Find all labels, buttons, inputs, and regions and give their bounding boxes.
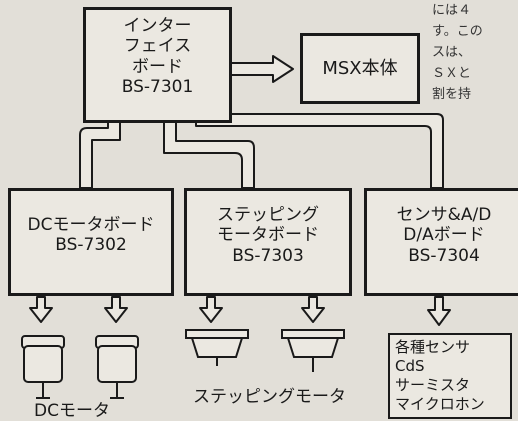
stepping-motor-caption: ステッピングモータ	[193, 387, 346, 407]
interface-board-model: BS-7301	[121, 77, 194, 98]
dc-motor-icon-1	[21, 335, 65, 399]
arrow-interface-to-msx	[230, 55, 294, 83]
sensor-list-item: サーミスタ	[395, 376, 471, 394]
arrow-down-sensor	[427, 296, 451, 326]
stepping-motor-board-model: BS-7303	[232, 245, 304, 266]
stepping-motor-icon-2	[281, 329, 345, 372]
arrow-down-dc-2	[104, 296, 128, 323]
stepping-motor-board-line1: ステッピング	[217, 205, 319, 225]
interface-board-line1: インター	[123, 16, 192, 36]
sensor-board-line1: センサ&A/D	[396, 205, 492, 225]
arrow-down-step-1	[199, 296, 223, 323]
stepping-motor-icon-1	[185, 329, 249, 366]
background-text-line: スは、	[432, 45, 472, 60]
interface-board-box: インター フェイス ボード BS-7301	[83, 7, 232, 123]
dc-motor-board-box: DCモータボード BS-7302	[8, 188, 174, 296]
msx-body-box: MSX本体	[300, 33, 420, 104]
background-text-line: す。この	[432, 24, 483, 39]
sensor-board-line2: D/Aボード	[403, 225, 485, 246]
sensor-board-model: BS-7304	[408, 245, 480, 266]
sensor-list-box: 各種センサ CdS サーミスタ マイクロホン	[388, 333, 512, 419]
sensor-board-box: センサ&A/D D/Aボード BS-7304	[364, 188, 518, 296]
background-text: には４ す。この スは、 ＳＸと 割を持	[432, 0, 518, 105]
arrow-down-dc-1	[29, 296, 53, 323]
msx-body-label: MSX本体	[322, 58, 398, 79]
dc-motor-board-model: BS-7302	[55, 235, 127, 256]
background-text-line: には４	[432, 3, 472, 18]
dc-motor-board-line1: DCモータボード	[27, 215, 155, 235]
stepping-motor-board-box: ステッピング モータボード BS-7303	[184, 188, 352, 296]
dc-motor-caption: DCモータ	[34, 401, 110, 421]
sensor-list-item: CdS	[395, 357, 425, 375]
arrow-down-step-2	[301, 296, 325, 323]
dc-motor-icon-2	[95, 335, 139, 399]
background-text-line: ＳＸと	[432, 66, 472, 81]
interface-board-line3: ボード	[132, 56, 183, 77]
sensor-list-item: 各種センサ	[395, 338, 471, 356]
interface-board-line2: フェイス	[123, 36, 192, 57]
background-text-line: 割を持	[432, 87, 472, 102]
sensor-list-item: マイクロホン	[395, 395, 485, 413]
stepping-motor-board-line2: モータボード	[217, 225, 319, 246]
